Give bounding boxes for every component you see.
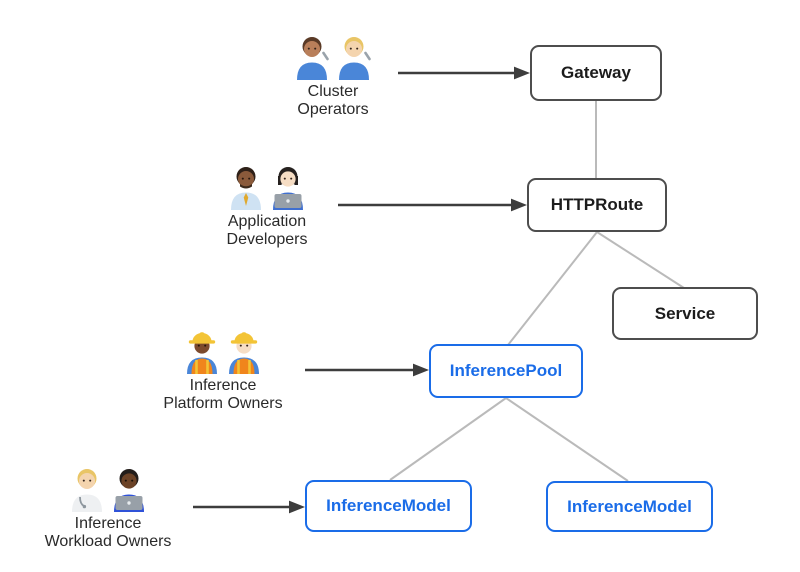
persona-label-line: Application bbox=[227, 213, 307, 230]
arrow-cluster-operators-to-gateway bbox=[398, 66, 530, 80]
technologists-pair-emoji-icon bbox=[231, 167, 303, 210]
construction-workers-pair-emoji-icon bbox=[187, 332, 259, 374]
arrow-application-developers-to-httproute bbox=[338, 198, 527, 212]
node-inferencemodel-left: InferenceModel bbox=[305, 480, 472, 532]
node-service: Service bbox=[612, 287, 758, 340]
persona-inference-platform-owners: Inference Platform Owners bbox=[138, 328, 308, 413]
arrow-platform-owners-to-inferencepool bbox=[305, 363, 429, 377]
persona-application-developers: Application Developers bbox=[182, 164, 352, 249]
node-inferencepool: InferencePool bbox=[429, 344, 583, 398]
persona-label-line: Operators bbox=[297, 101, 369, 118]
edge-httproute-service bbox=[596, 231, 685, 289]
node-httproute: HTTPRoute bbox=[527, 178, 667, 232]
persona-cluster-operators: Cluster Operators bbox=[248, 34, 418, 119]
edge-inferencepool-inferencemodel-left bbox=[389, 397, 507, 481]
persona-label-line: Inference bbox=[189, 377, 257, 394]
health-worker-technologist-pair-emoji-icon bbox=[72, 469, 144, 512]
edge-httproute-inferencepool bbox=[507, 231, 598, 346]
persona-label-line: Cluster bbox=[307, 83, 359, 100]
arrow-workload-owners-to-inferencemodel bbox=[193, 500, 305, 514]
persona-label-line: Developers bbox=[226, 231, 308, 248]
persona-inference-workload-owners: Inference Workload Owners bbox=[23, 466, 193, 551]
persona-label-line: Workload Owners bbox=[44, 533, 172, 550]
node-gateway: Gateway bbox=[530, 45, 662, 101]
mechanics-pair-emoji-icon bbox=[297, 37, 371, 80]
persona-label-line: Inference bbox=[74, 515, 142, 532]
node-inferencemodel-right: InferenceModel bbox=[546, 481, 713, 532]
persona-label-line: Platform Owners bbox=[163, 395, 283, 412]
edge-inferencepool-inferencemodel-right bbox=[505, 397, 629, 482]
